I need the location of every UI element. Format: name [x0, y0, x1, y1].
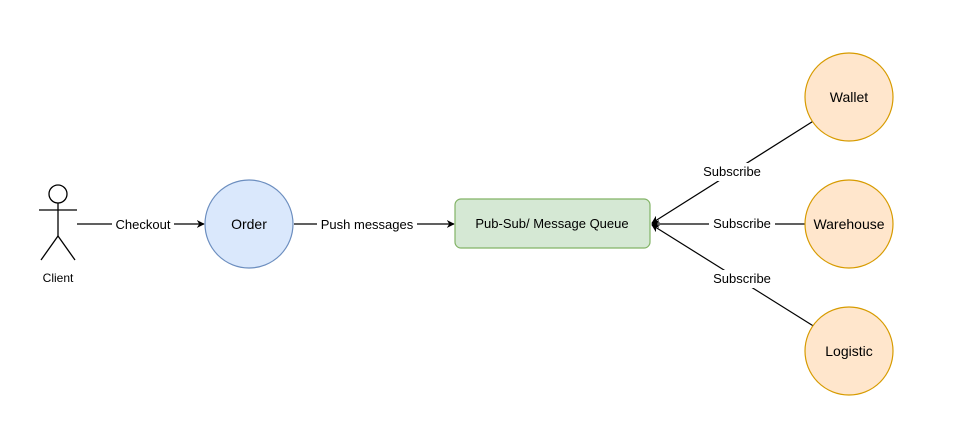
subscribe-wallet-label: Subscribe [703, 164, 761, 179]
actor-left-leg [40, 235, 59, 261]
client-actor [39, 184, 77, 261]
actor-right-leg [57, 235, 76, 261]
message-queue-label: Pub-Sub/ Message Queue [475, 216, 628, 231]
push-messages-label-bg [317, 215, 417, 233]
wallet-node [804, 52, 894, 142]
logistic-label: Logistic [825, 343, 872, 359]
client-label: Client [43, 271, 74, 285]
subscribe-logistic-label-bg [709, 270, 775, 288]
message-queue-node [454, 198, 651, 249]
subscribe-warehouse-label: Subscribe [713, 216, 771, 231]
logistic-node [804, 306, 894, 396]
order-node [204, 179, 294, 269]
order-label: Order [231, 216, 267, 232]
checkout-label-bg [112, 215, 174, 233]
warehouse-label: Warehouse [813, 216, 884, 232]
push-messages-label: Push messages [321, 217, 414, 232]
checkout-label: Checkout [116, 217, 171, 232]
warehouse-node [804, 179, 894, 269]
wallet-label: Wallet [830, 89, 868, 105]
subscribe-warehouse-label-bg [709, 215, 775, 233]
actor-head [48, 184, 68, 204]
subscribe-logistic-label: Subscribe [713, 271, 771, 286]
subscribe-wallet-label-bg [699, 163, 765, 181]
